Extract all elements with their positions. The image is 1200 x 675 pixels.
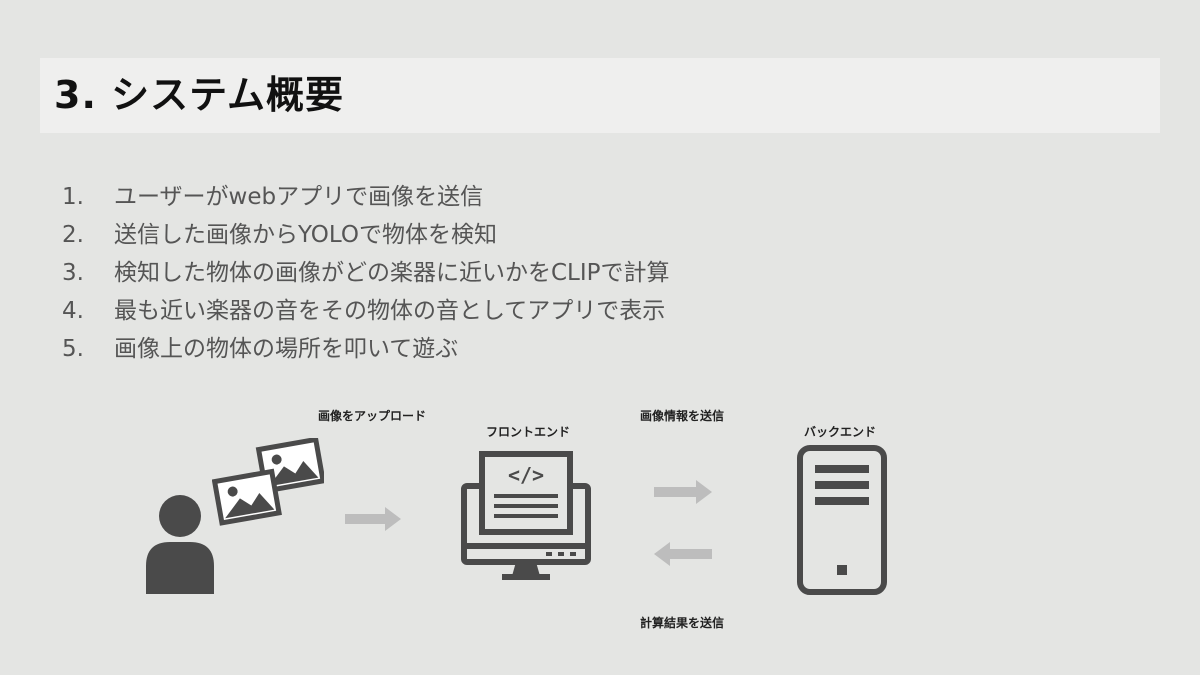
user-icon bbox=[146, 495, 214, 594]
list-item: 5. 画像上の物体の場所を叩いて遊ぶ bbox=[62, 330, 670, 368]
slide-title: 3. システム概要 bbox=[54, 73, 344, 117]
step-number: 1. bbox=[62, 184, 84, 210]
send-info-label: 画像情報を送信 bbox=[639, 409, 724, 423]
step-text: 画像上の物体の場所を叩いて遊ぶ bbox=[114, 336, 459, 362]
step-text: 送信した画像からYOLOで物体を検知 bbox=[114, 222, 497, 248]
monitor-code-icon: </> bbox=[461, 451, 591, 580]
title-bar: 3. システム概要 bbox=[40, 58, 1160, 133]
step-number: 3. bbox=[62, 260, 84, 286]
list-item: 3. 検知した物体の画像がどの楽器に近いかをCLIPで計算 bbox=[62, 254, 670, 292]
arrow-right-icon bbox=[654, 480, 712, 504]
server-icon bbox=[797, 445, 887, 595]
backend-label: バックエンド bbox=[803, 425, 876, 439]
step-number: 2. bbox=[62, 222, 84, 248]
step-text: ユーザーがwebアプリで画像を送信 bbox=[114, 184, 484, 210]
upload-label: 画像をアップロード bbox=[317, 409, 426, 423]
return-label: 計算結果を送信 bbox=[639, 616, 724, 630]
frontend-label: フロントエンド bbox=[485, 425, 570, 439]
step-text: 検知した物体の画像がどの楽器に近いかをCLIPで計算 bbox=[114, 260, 670, 286]
arrow-left-icon bbox=[654, 542, 712, 566]
step-text: 最も近い楽器の音をその物体の音としてアプリで表示 bbox=[114, 298, 666, 324]
arrow-right-icon bbox=[345, 507, 401, 531]
step-number: 5. bbox=[62, 336, 84, 362]
photos-icon bbox=[212, 438, 324, 526]
list-item: 2. 送信した画像からYOLOで物体を検知 bbox=[62, 216, 670, 254]
steps-list: 1. ユーザーがwebアプリで画像を送信 2. 送信した画像からYOLOで物体を検知… bbox=[62, 178, 670, 368]
step-number: 4. bbox=[62, 298, 84, 324]
code-symbol: </> bbox=[508, 463, 544, 487]
list-item: 1. ユーザーがwebアプリで画像を送信 bbox=[62, 178, 670, 216]
list-item: 4. 最も近い楽器の音をその物体の音としてアプリで表示 bbox=[62, 292, 670, 330]
